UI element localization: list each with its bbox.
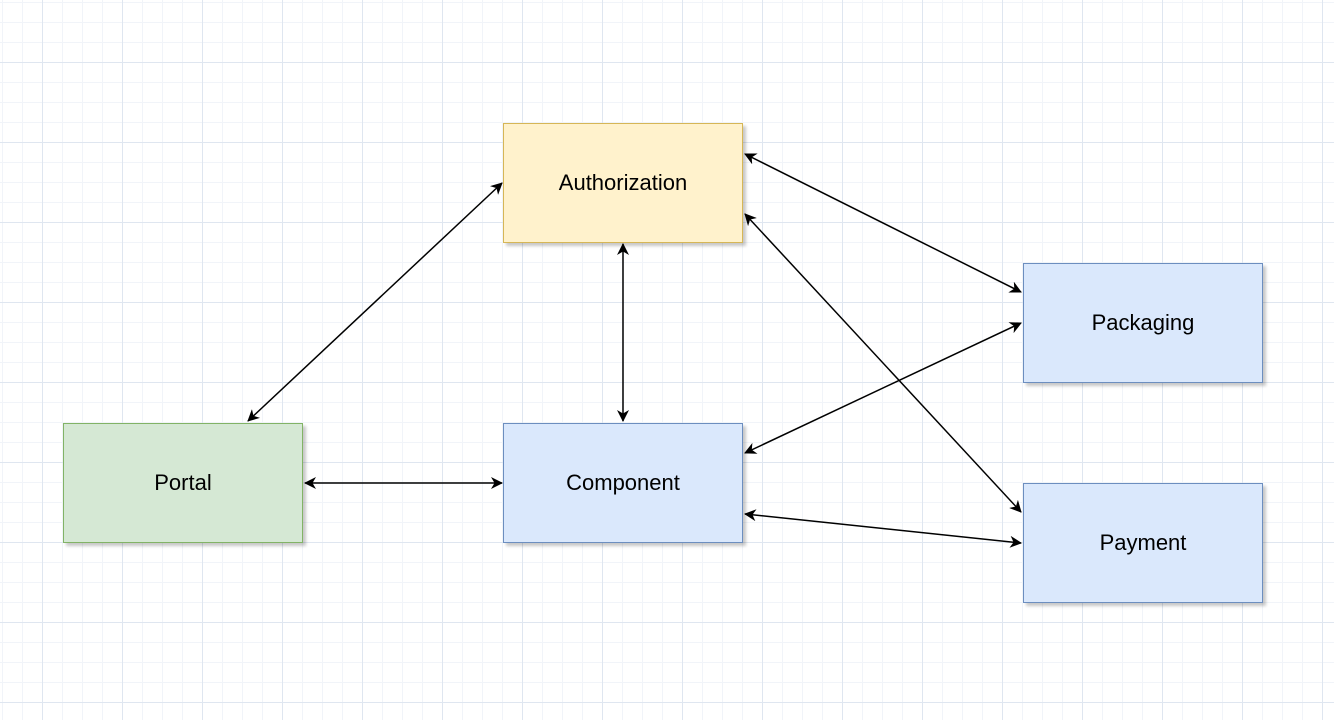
node-component-label: Component [566, 470, 680, 495]
edge-authorization-portal[interactable] [247, 182, 503, 422]
node-packaging[interactable]: Packaging [1023, 263, 1263, 383]
node-component[interactable]: Component [503, 423, 743, 543]
node-portal-label: Portal [154, 470, 212, 495]
edge-component-packaging[interactable] [744, 322, 1022, 454]
edge-authorization-payment[interactable] [744, 213, 1022, 513]
node-payment-label: Payment [1099, 530, 1187, 555]
edge-component-payment[interactable] [744, 509, 1022, 548]
node-authorization-label: Authorization [558, 170, 688, 195]
edge-authorization-packaging[interactable] [744, 153, 1022, 293]
node-portal[interactable]: Portal [63, 423, 303, 543]
node-payment[interactable]: Payment [1023, 483, 1263, 603]
node-authorization[interactable]: Authorization [503, 123, 743, 243]
node-packaging-label: Packaging [1091, 310, 1195, 335]
